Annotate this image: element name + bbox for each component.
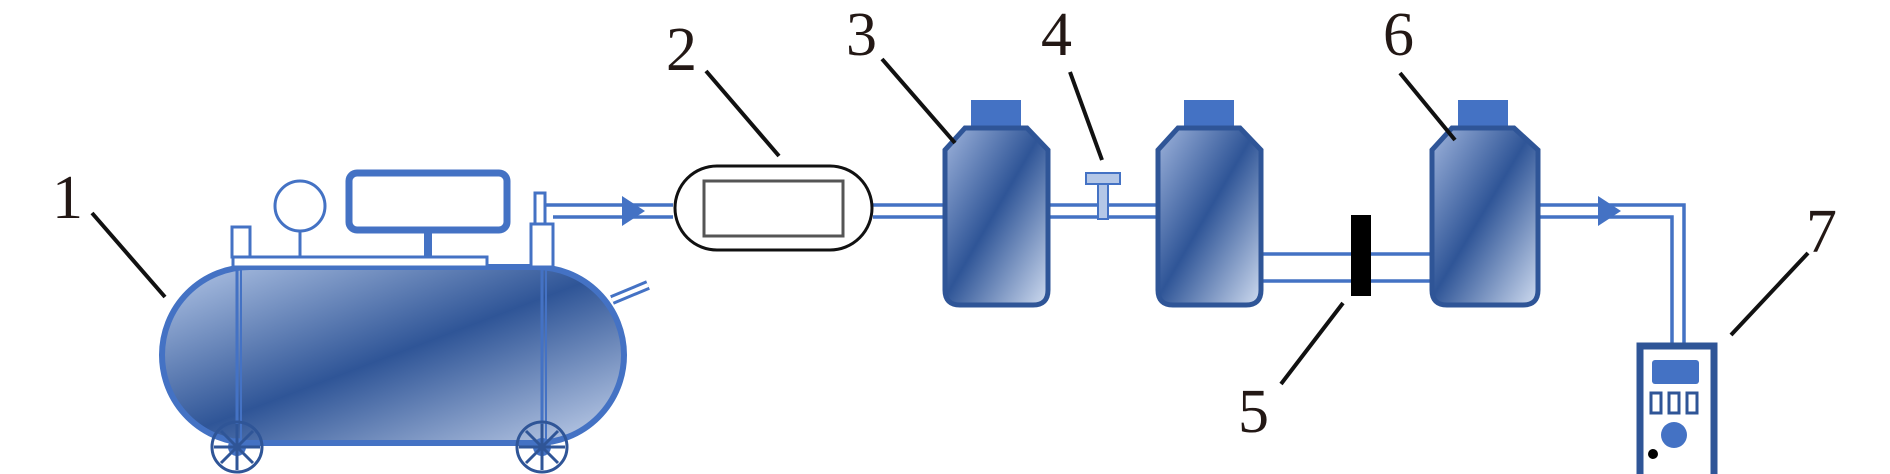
flow-arrow-icon — [622, 196, 645, 226]
wheel-icon — [515, 420, 569, 474]
leader-line-3 — [880, 57, 957, 145]
leader-line-4 — [1068, 71, 1104, 161]
label-1: 1 — [52, 164, 83, 232]
gas-washing-bottle-3 — [942, 100, 1051, 308]
flow-arrow-icon — [1598, 196, 1621, 226]
gas-washing-bottle-6 — [1429, 100, 1541, 308]
label-6: 6 — [1383, 1, 1414, 69]
label-7: 7 — [1806, 198, 1837, 266]
leader-line-6 — [1398, 71, 1457, 142]
gas-washing-bottle — [1155, 100, 1264, 308]
label-5: 5 — [1238, 378, 1269, 446]
meter-display — [1652, 360, 1699, 384]
label-2: 2 — [666, 16, 697, 84]
leader-line-2 — [704, 69, 781, 158]
leader-line-7 — [1729, 251, 1810, 337]
control-panel — [345, 169, 511, 234]
filter-5 — [1351, 215, 1371, 296]
meter-knob-icon — [1661, 422, 1687, 448]
label-4: 4 — [1041, 1, 1072, 69]
component-2-chamber — [673, 164, 874, 252]
leader-line-5 — [1279, 301, 1345, 386]
valve-4-icon — [1085, 172, 1121, 220]
wheel-icon — [210, 420, 264, 474]
label-3: 3 — [846, 1, 877, 69]
gas-meter-7 — [1636, 342, 1718, 474]
air-compressor — [159, 169, 650, 474]
pressure-gauge-icon — [273, 179, 327, 233]
leader-line-1 — [90, 211, 167, 299]
